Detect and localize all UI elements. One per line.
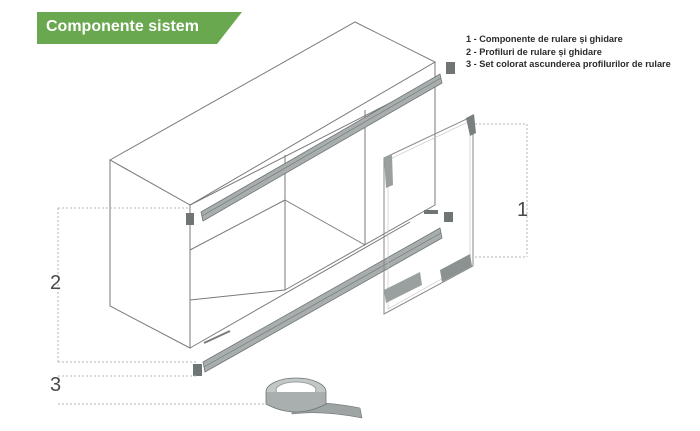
legend: 1 - Componente de rulare și ghidare 2 - … — [466, 33, 671, 71]
callout-1: 1 — [517, 199, 529, 221]
glass-door-panel — [383, 114, 476, 315]
header-banner: Componente sistem — [37, 12, 242, 44]
bottom-rail-profile — [202, 227, 443, 373]
door-bottom-roller — [440, 254, 472, 282]
door-top-bracket — [466, 114, 476, 136]
legend-item-1: 1 - Componente de rulare și ghidare — [466, 34, 623, 44]
callout-3: 3 — [50, 374, 62, 396]
legend-item-2: 2 - Profiluri de rulare și ghidare — [466, 46, 602, 57]
top-rail-profile — [200, 73, 443, 222]
legend-item-3: 3 - Set colorat ascunderea profilurilor … — [466, 59, 671, 70]
callout-2: 2 — [50, 272, 62, 294]
page-title: Componente sistem — [46, 18, 199, 35]
hide-strip — [203, 330, 231, 344]
tape-roll — [265, 377, 363, 419]
dimension-lines — [57, 123, 528, 405]
roller-brackets — [186, 62, 455, 376]
banner-shape — [37, 12, 242, 44]
cabinet-outline — [108, 21, 437, 349]
